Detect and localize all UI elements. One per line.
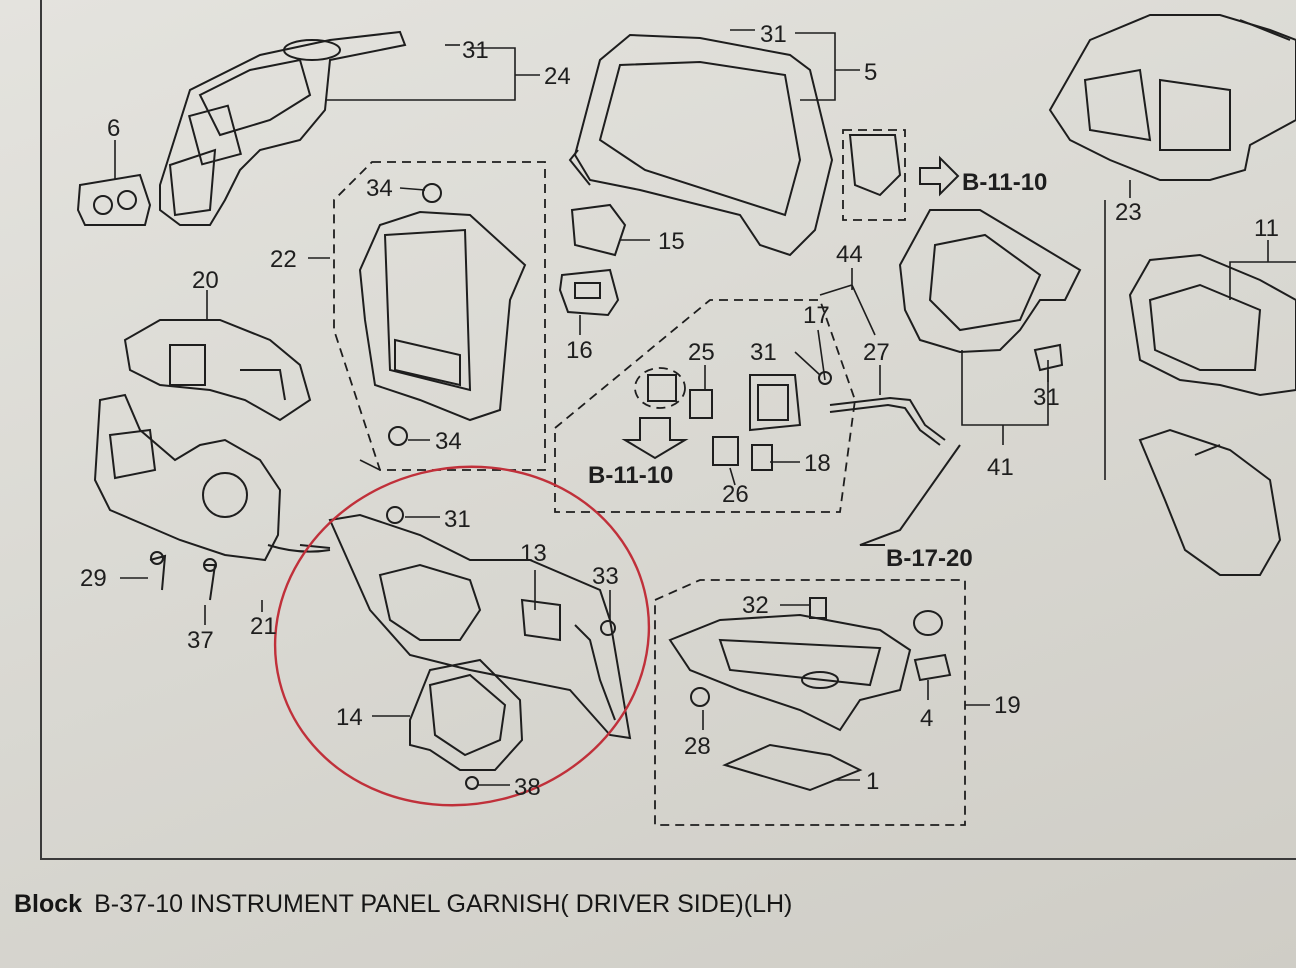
part-11-shape — [1128, 253, 1296, 576]
leader-34a — [399, 187, 426, 191]
leader-26 — [729, 467, 736, 486]
label-31-b: 31 — [760, 21, 787, 48]
label-31-d: 31 — [750, 339, 777, 366]
label-34-a: 34 — [366, 175, 393, 202]
group-box-19 — [654, 579, 966, 826]
label-23: 23 — [1115, 199, 1142, 226]
group-box-b1110 — [842, 129, 906, 221]
group-box-17 — [554, 299, 856, 513]
label-37: 37 — [187, 627, 214, 654]
label-14: 14 — [336, 704, 363, 731]
part-24-shape — [159, 30, 407, 226]
arrow-to-b1110-right — [919, 155, 960, 197]
ref-b1110-down[interactable]: B-11-10 — [588, 462, 673, 489]
part-21-shape — [93, 393, 331, 562]
arrow-to-b1720 — [859, 444, 961, 546]
label-19: 19 — [994, 692, 1021, 719]
leader-41 — [961, 350, 1049, 445]
part-41-shape — [848, 134, 1082, 372]
leader-44 — [819, 268, 876, 336]
part-14-shape — [409, 658, 524, 790]
label-18: 18 — [804, 450, 831, 477]
part-16-shape — [558, 268, 620, 317]
leader-cross — [359, 459, 381, 471]
label-17: 17 — [803, 302, 830, 329]
block-title: B-37-10 INSTRUMENT PANEL GARNISH( DRIVER… — [94, 890, 793, 918]
label-1: 1 — [866, 768, 879, 795]
part-29-screw-shape — [149, 551, 167, 591]
label-44: 44 — [836, 241, 863, 268]
leader-5 — [730, 29, 860, 101]
label-31-e: 31 — [1033, 384, 1060, 411]
label-16: 16 — [566, 337, 593, 364]
group-box-22 — [333, 161, 546, 471]
part-19-shape — [668, 597, 952, 792]
label-31-c: 31 — [444, 506, 471, 533]
part-27-shape — [829, 396, 946, 446]
label-22: 22 — [270, 246, 297, 273]
part-37-screw-shape — [203, 558, 217, 601]
highlight-circle — [273, 465, 651, 807]
label-34-b: 34 — [435, 428, 462, 455]
label-13: 13 — [520, 540, 547, 567]
part-20-shape — [123, 319, 312, 422]
label-4: 4 — [920, 705, 933, 732]
group-circle-25 — [634, 367, 686, 409]
block-caption: Block B-37-10 INSTRUMENT PANEL GARNISH( D… — [14, 890, 792, 919]
label-38: 38 — [514, 774, 541, 801]
arrow-to-b1110-down — [621, 417, 689, 460]
label-26: 26 — [722, 481, 749, 508]
label-11: 11 — [1254, 215, 1279, 242]
diagram-frame — [40, 0, 1296, 860]
label-6: 6 — [107, 115, 120, 142]
label-29: 29 — [80, 565, 107, 592]
part-switch-group-shape — [647, 371, 832, 471]
part-23-shape — [1048, 14, 1296, 181]
label-32: 32 — [742, 592, 769, 619]
part-22-shape — [358, 183, 527, 446]
ref-b1720[interactable]: B-17-20 — [886, 545, 973, 572]
block-label: Block — [14, 890, 83, 918]
label-21: 21 — [250, 613, 277, 640]
label-20: 20 — [192, 267, 219, 294]
part-5-shape — [568, 33, 834, 257]
leader-17 — [817, 329, 826, 381]
label-41: 41 — [987, 454, 1014, 481]
part-15-shape — [570, 203, 627, 257]
leader-31-d — [794, 351, 821, 376]
label-27: 27 — [863, 339, 890, 366]
label-24: 24 — [544, 63, 571, 90]
leader-24 — [325, 47, 540, 101]
label-31-a: 31 — [462, 37, 489, 64]
label-5: 5 — [864, 59, 877, 86]
label-28: 28 — [684, 733, 711, 760]
leader-11 — [1229, 240, 1296, 300]
part-13-shape — [328, 506, 632, 740]
label-33: 33 — [592, 563, 619, 590]
part-6-shape — [76, 173, 152, 226]
label-15: 15 — [658, 228, 685, 255]
label-25: 25 — [688, 339, 715, 366]
ref-b1110-right[interactable]: B-11-10 — [962, 169, 1047, 196]
